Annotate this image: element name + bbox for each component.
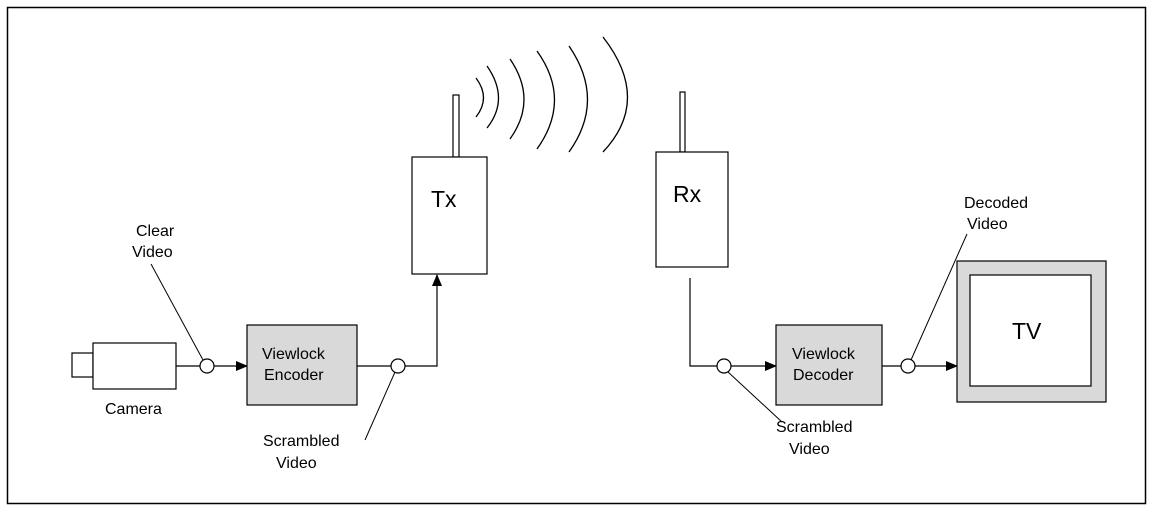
scrambled-video-tx-label-line2: Video (276, 455, 317, 472)
radio-waves-icon (475, 36, 629, 153)
rx-antenna (679, 91, 686, 153)
decoded-video-leader (910, 233, 968, 361)
scrambled-video-rx-leader (727, 371, 783, 423)
camera-label: Camera (105, 401, 162, 418)
viewlock-encoder-block (246, 324, 358, 406)
camera-icon (71, 342, 177, 390)
rx-label: Rx (673, 181, 702, 207)
decoded-video-junction (900, 358, 916, 374)
scrambled-video-rx-label-line1: Scrambled (776, 419, 852, 436)
decoded-video-label-line2: Video (967, 216, 1008, 233)
scrambled-video-tx-leader (364, 371, 396, 441)
clear-video-label-line2: Video (132, 244, 173, 261)
decoder-label-line2: Decoder (793, 367, 854, 384)
rx-to-junction-line (689, 278, 717, 367)
scrambled-video-rx-junction (716, 358, 732, 374)
tx-antenna (452, 94, 460, 158)
scrambled-video-tx-junction (390, 358, 406, 374)
scrambled-video-tx-label-line1: Scrambled (263, 433, 339, 450)
clear-video-leader (150, 263, 204, 361)
decoder-label-line1: Viewlock (792, 346, 856, 363)
tv-label: TV (1012, 318, 1042, 344)
clear-video-label-line1: Clear (136, 223, 175, 240)
viewlock-decoder-block (775, 324, 883, 406)
scrambled-video-rx-label-line2: Video (789, 441, 830, 458)
rx-receiver-block (655, 151, 729, 268)
encoder-label-line1: Viewlock (262, 346, 326, 363)
junction-to-tx-arrow (405, 274, 442, 367)
encoder-label-line2: Encoder (264, 367, 324, 384)
decoded-video-label-line1: Decoded (964, 195, 1028, 212)
tx-label: Tx (431, 186, 457, 212)
clear-video-junction (199, 358, 215, 374)
diagram-border (6, 6, 1147, 505)
tx-transmitter-block (411, 156, 488, 275)
tv-icon (956, 260, 1107, 403)
